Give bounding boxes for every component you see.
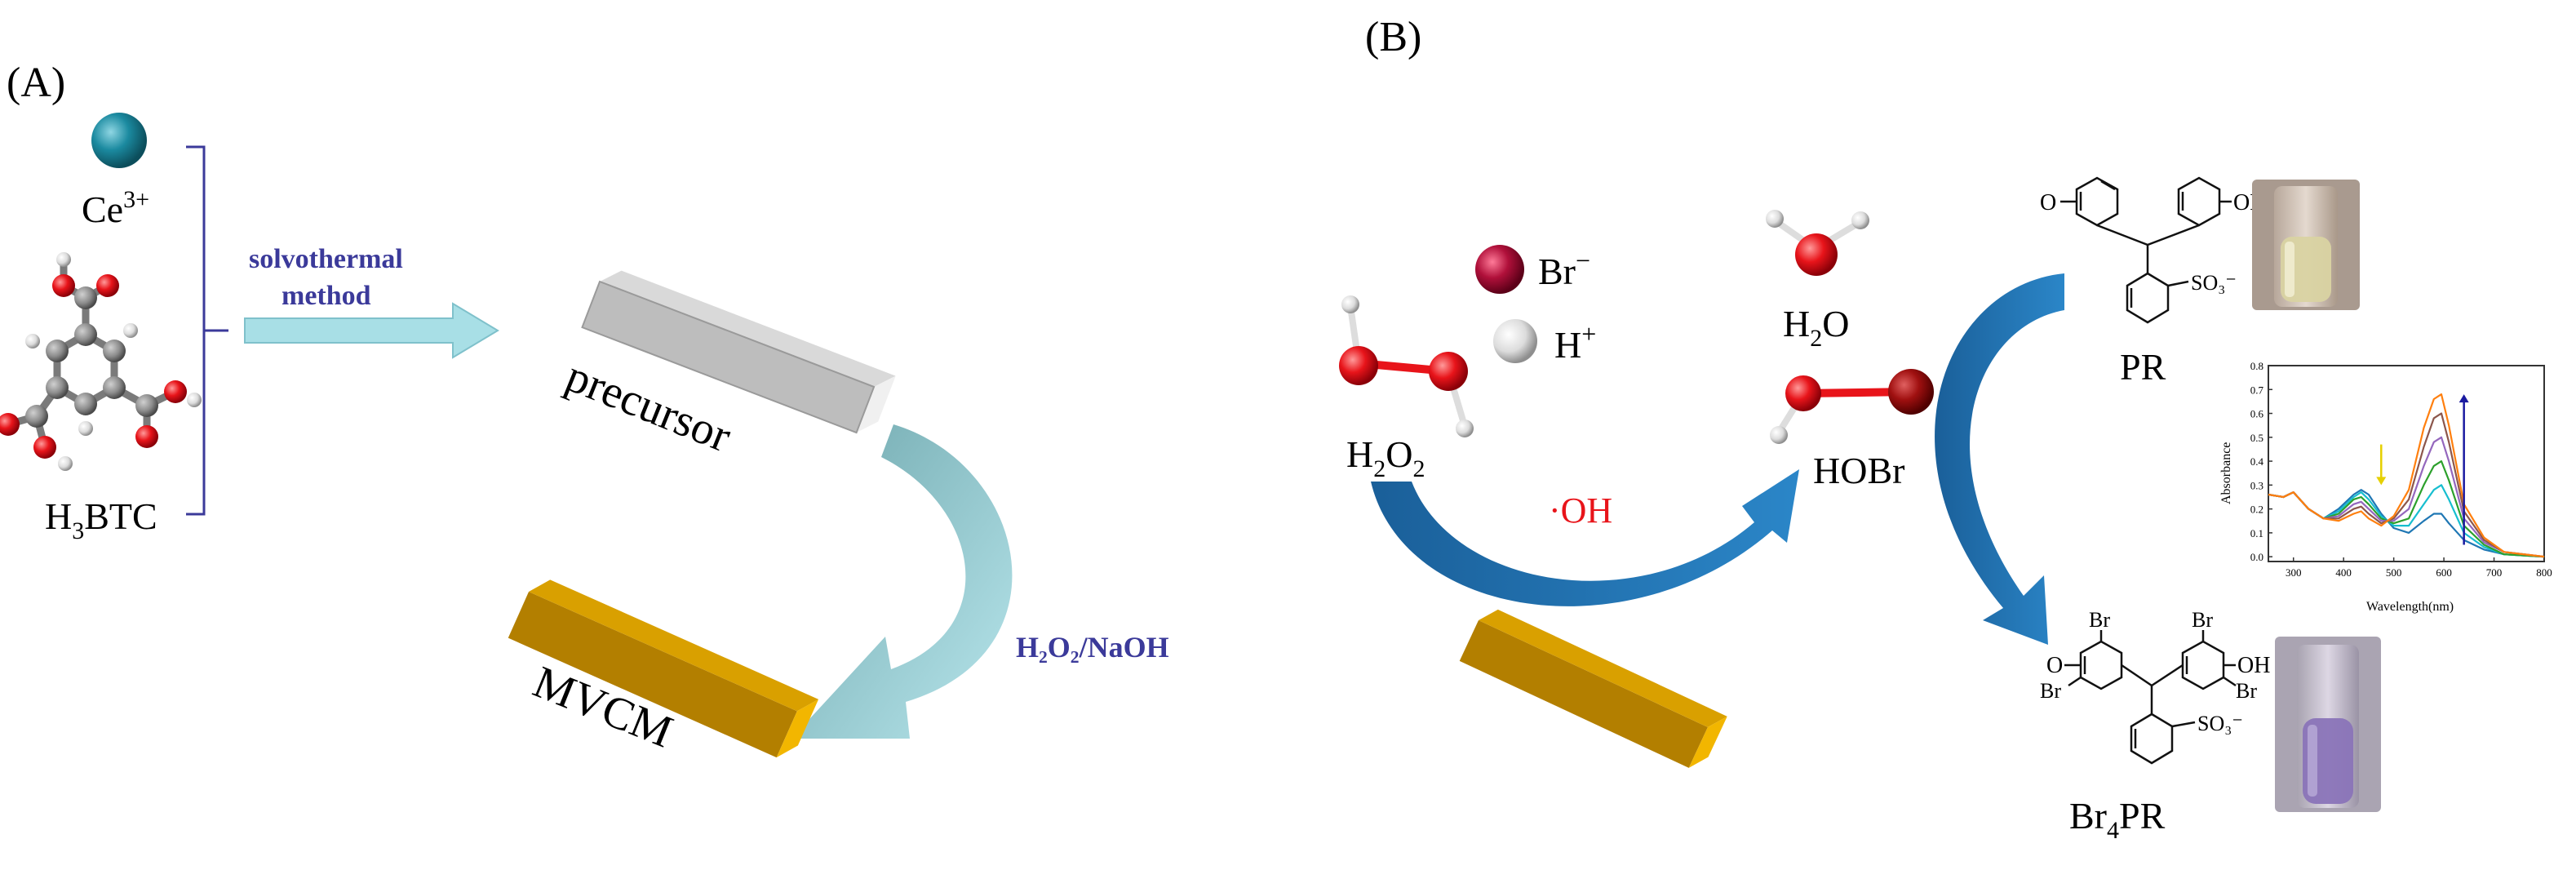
conversion-arrow: [791, 424, 1013, 739]
chart-y-tick-label: 0.7: [2250, 384, 2264, 396]
chart-y-tick-label: 0.3: [2250, 479, 2263, 491]
h2o2-naoh-label: H₂O₂/NaOH: [1016, 631, 1169, 664]
hobr-label: HOBr: [1813, 450, 1904, 491]
mvcm-rod: [508, 579, 819, 758]
bromide-label: Br−: [1538, 246, 1590, 292]
chart-x-tick-label: 400: [2335, 566, 2352, 579]
precursor-rod: [581, 270, 896, 434]
solvothermal-label-line2: method: [282, 281, 371, 311]
h2o2-label: H2O2: [1346, 433, 1425, 482]
chart-x-tick-label: 300: [2286, 566, 2302, 579]
pr-structure: [2060, 176, 2232, 324]
chart-y-tick-label: 0.4: [2250, 455, 2264, 468]
h2o2-molecule: [1339, 295, 1474, 437]
chart-trend-arrowhead-1: [2376, 477, 2387, 486]
solvothermal-arrow: [244, 302, 499, 359]
br4pr-o-atom: O: [2046, 653, 2063, 678]
chart-y-axis-label: Absorbance: [2219, 442, 2233, 504]
chart-y-tick-label: 0.8: [2250, 360, 2263, 372]
pr-solution-photo: [2252, 180, 2360, 310]
br4pr-solution-photo: [2275, 637, 2381, 812]
h3btc-label: H3BTC: [45, 495, 157, 544]
chart-x-tick-label: 800: [2536, 566, 2552, 579]
panel-label-a: (A): [7, 60, 65, 106]
chart-series-line-6: [2268, 393, 2545, 558]
mvcm-catalyst-rod: [1459, 609, 1727, 768]
bromide-ion-sphere: [1475, 245, 1524, 294]
h3btc-atoms: [0, 252, 202, 471]
br4pr-br-top-left: Br: [2089, 608, 2110, 632]
br4pr-br-bottom-right: Br: [2236, 679, 2257, 703]
chart-y-tick-label: 0.6: [2250, 408, 2264, 420]
pr-o-atom: O: [2040, 190, 2056, 215]
cerium-ion-sphere: [91, 113, 147, 168]
chart-y-tick-label: 0.0: [2250, 551, 2263, 563]
chart-y-tick-label: 0.5: [2250, 432, 2263, 444]
br4pr-label: Br4PR: [2069, 795, 2166, 844]
proton-label: H+: [1554, 319, 1596, 366]
chart-y-tick-label: 0.2: [2250, 504, 2263, 516]
chart-x-tick-label: 500: [2386, 566, 2402, 579]
chart-trend-arrowhead-2: [2459, 394, 2469, 403]
chart-x-tick-label: 600: [2436, 566, 2452, 579]
pr-sulfonate-group: SO₃⁻: [2191, 271, 2237, 295]
panel-label-b: (B): [1365, 14, 1421, 60]
chart-x-tick-label: 700: [2486, 566, 2503, 579]
hydroxyl-radical-label: ·OH: [1549, 490, 1612, 530]
ce-ion-label: Ce3+: [82, 186, 149, 230]
solvothermal-label-line1: solvothermal: [249, 244, 403, 274]
water-label: H2O: [1783, 303, 1849, 352]
proton-sphere: [1493, 319, 1537, 363]
chart-plot-frame: [2268, 365, 2545, 562]
hobr-molecule: [1770, 369, 1934, 444]
br4pr-oh-group: OH: [2237, 653, 2270, 678]
oxidation-arrow: [1371, 469, 1799, 606]
br4pr-structure: [2064, 630, 2237, 765]
pr-label: PR: [2120, 346, 2166, 388]
uv-vis-absorbance-chart: 0.0 0.1 0.2 0.3 0.4 0.5 0.6 0.7 0.8 300 400 500 600…: [2219, 360, 2552, 614]
bromination-arrow: [1935, 273, 2064, 645]
water-molecule: [1766, 210, 1869, 276]
reactant-bracket: [186, 145, 228, 516]
br4pr-br-top-right: Br: [2192, 608, 2213, 632]
br4pr-sulfonate-group: SO₃⁻: [2197, 712, 2243, 735]
br4pr-br-bottom-left: Br: [2040, 679, 2061, 703]
chart-x-axis-label: Wavelength(nm): [2366, 600, 2454, 614]
chart-y-tick-label: 0.1: [2250, 527, 2263, 539]
